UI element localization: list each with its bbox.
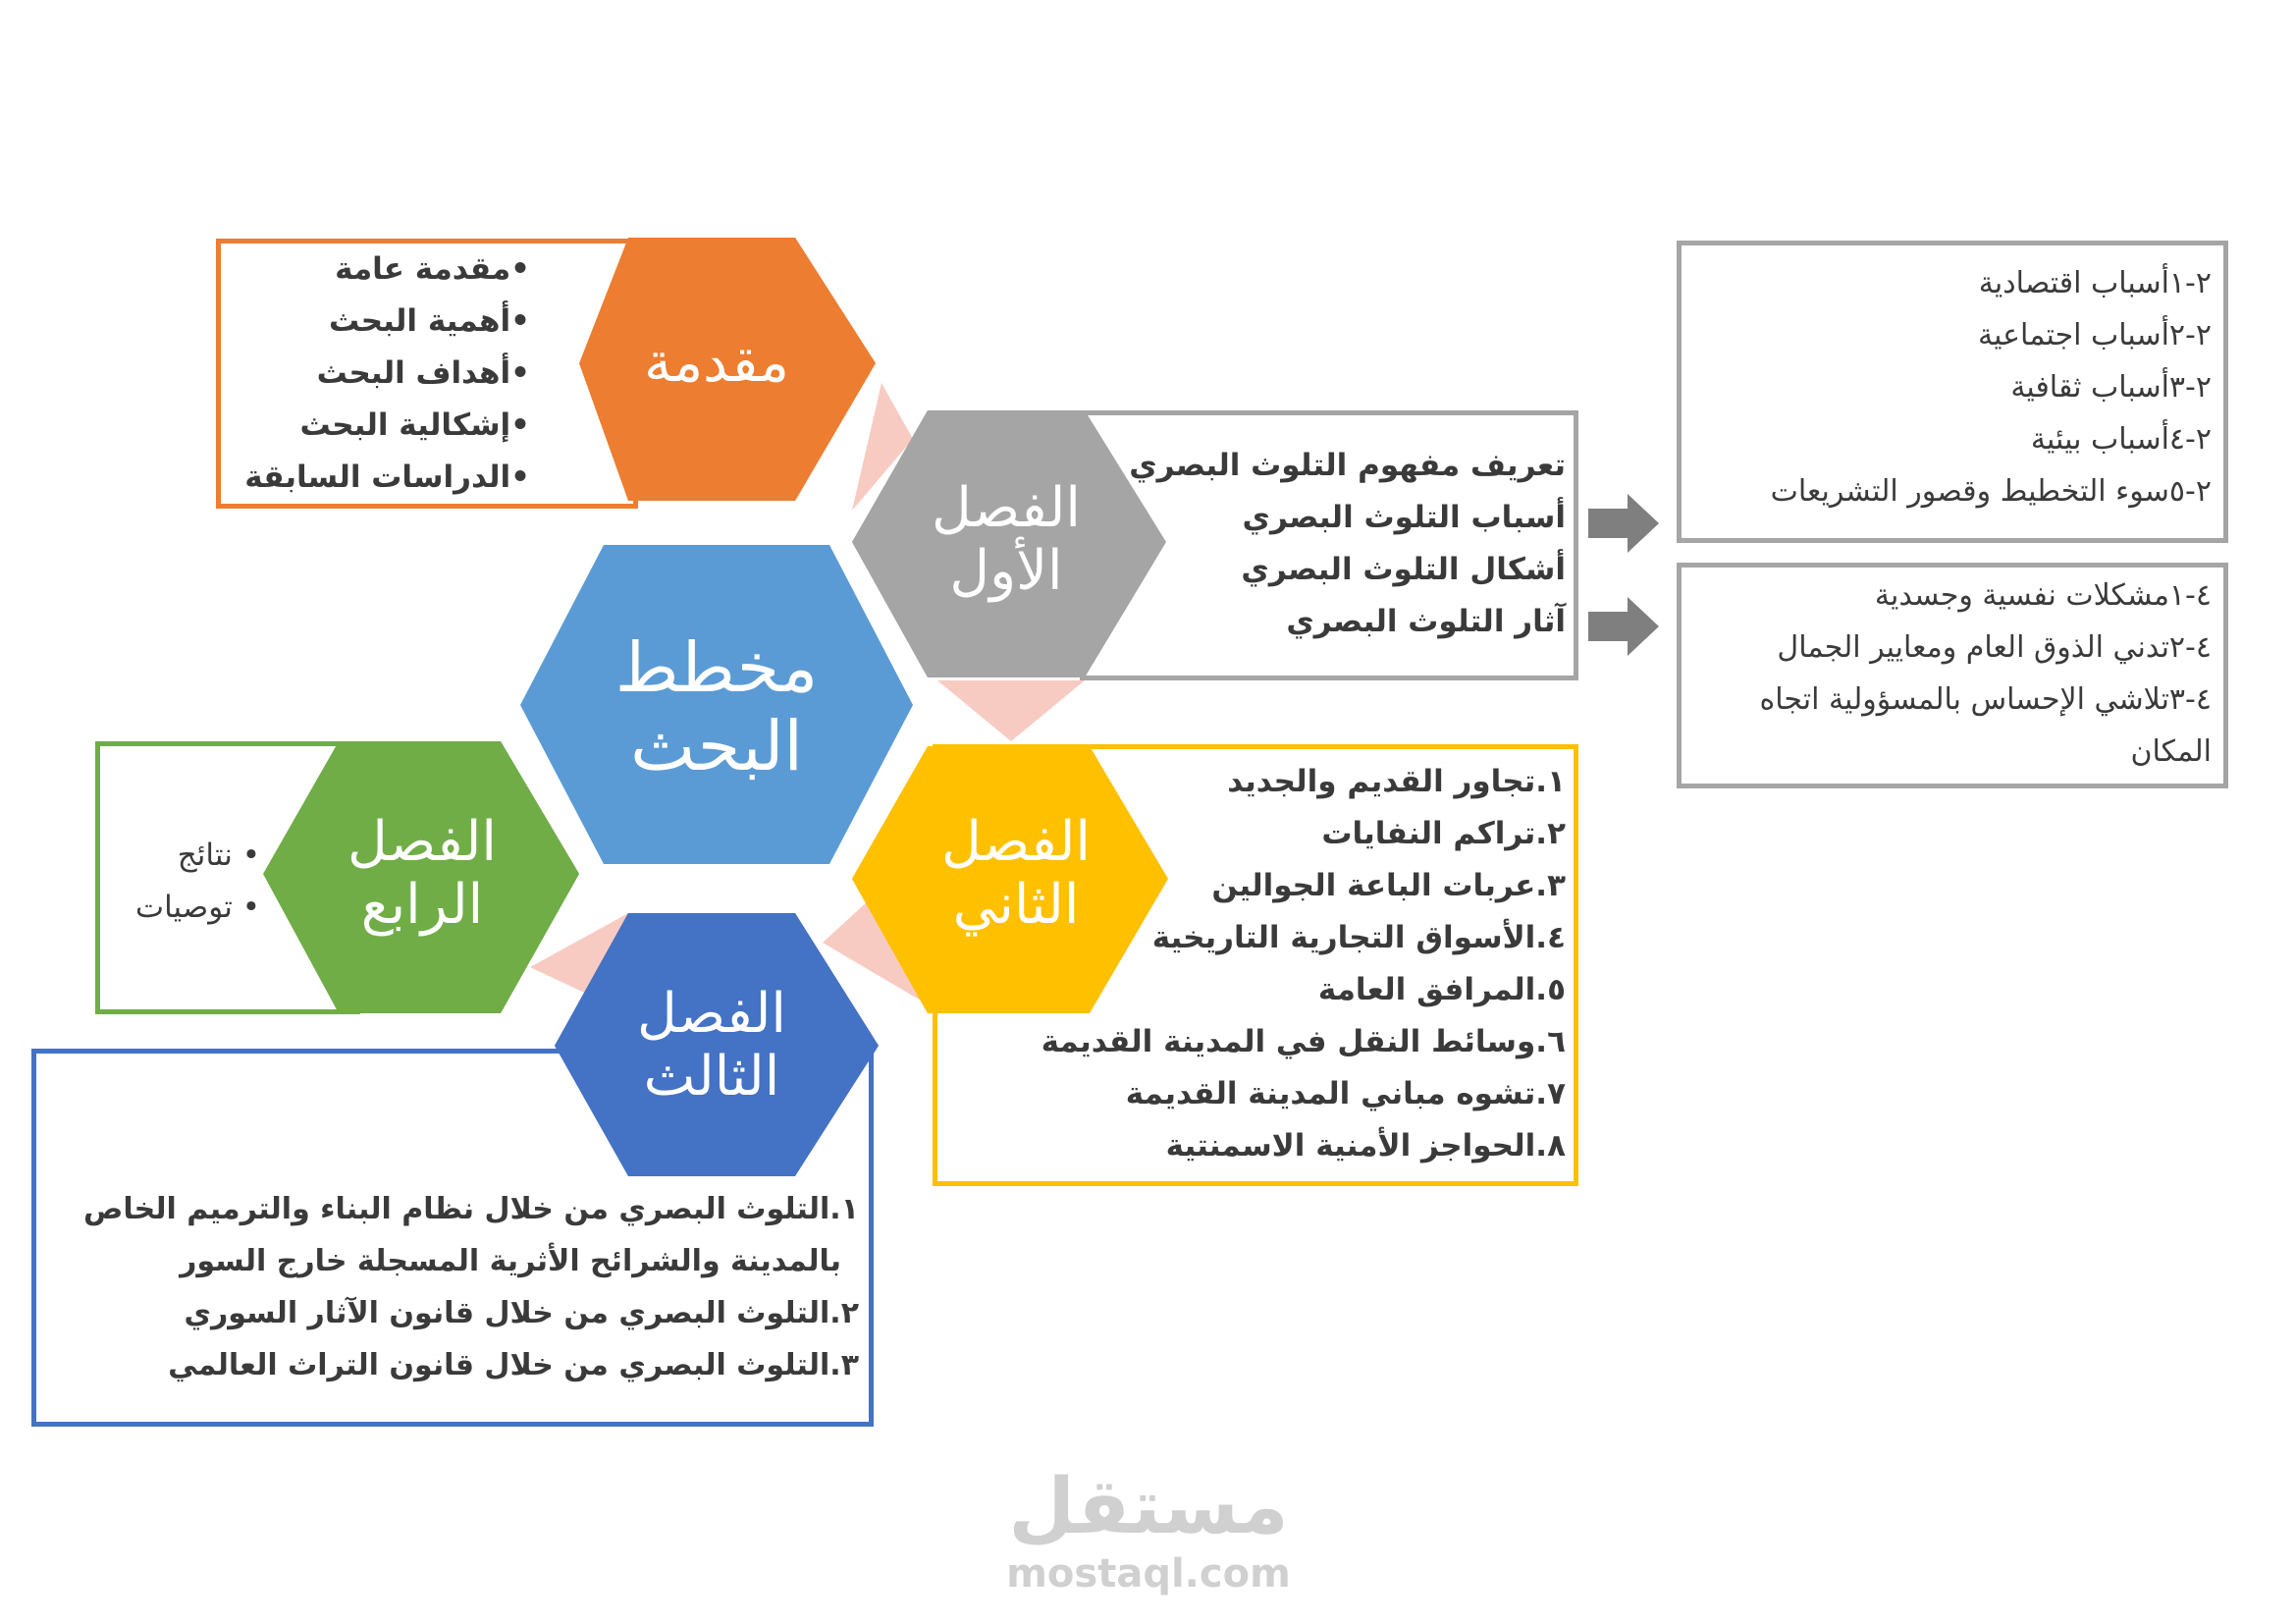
intro-item: •أهداف البحث — [316, 355, 530, 391]
chapter2-item: ٢.تراكم النفايات — [1321, 816, 1566, 851]
chapter3-title-line1: الفصل — [637, 981, 786, 1046]
chapter2-title-line2: الثاني — [952, 873, 1080, 937]
effects-box — [1677, 563, 2228, 788]
chapter2-item: ٦.وسائط النقل في المدينة القديمة — [1041, 1024, 1566, 1059]
chapter3-title: الفصل الثالث — [618, 962, 805, 1129]
effects-list: ٤-١مشكلات نفسية وجسدية ٤-٢تدني الذوق الع… — [1686, 569, 2213, 778]
chapter3-item: ٢.التلوث البصري من خلال قانون الآثار الس… — [184, 1296, 859, 1330]
hex-intro-front — [579, 238, 876, 501]
causes-list: ٢-١أسباب اقتصادية ٢-٢أسباب اجتماعية ٢-٣أ… — [1686, 257, 2212, 517]
causes-item: ٢-٥سوء التخطيط وقصور التشريعات — [1770, 474, 2212, 509]
causes-item: ٢-١أسباب اقتصادية — [1978, 266, 2212, 300]
connector-ch1-ch2 — [937, 680, 1085, 741]
effects-item: ٤-٢تدني الذوق العام ومعايير الجمال — [1777, 630, 2212, 665]
arrow-effects — [1588, 597, 1659, 656]
intro-item: •مقدمة عامة — [335, 251, 530, 287]
intro-item: •إشكالية البحث — [299, 407, 530, 443]
chapter2-title: الفصل الثاني — [923, 790, 1109, 957]
intro-title: مقدمة — [644, 330, 789, 395]
hex-chapter2-front — [852, 746, 1168, 1013]
hex-chapter4-front — [263, 741, 579, 1013]
chapter4-item: • نتائج — [177, 838, 260, 873]
chapter2-item: ٥.المرافق العامة — [1317, 972, 1566, 1007]
chapter1-item: أسباب التلوث البصري — [1242, 500, 1566, 535]
arrow-causes — [1588, 494, 1659, 553]
causes-box — [1677, 241, 2228, 543]
chapter3-item: ١.التلوث البصري من خلال نظام البناء والت… — [83, 1192, 859, 1226]
center-title-line1: مخطط — [614, 626, 819, 708]
hex-chapter1-front — [852, 410, 1166, 677]
watermark-url: mostaql.com — [1006, 1551, 1291, 1597]
intro-item: •أهمية البحث — [328, 303, 530, 339]
chapter2-item: ٧.تشوه مباني المدينة القديمة — [1125, 1076, 1566, 1111]
chapter1-title-line2: الأول — [949, 539, 1063, 603]
intro-box — [216, 239, 638, 509]
chapter2-item: ٨.الحواجز الأمنية الاسمنتية — [1165, 1128, 1566, 1164]
chapter2-item: ٤.الأسواق التجارية التاريخية — [1151, 920, 1566, 955]
chapter4-title-line1: الفصل — [347, 809, 497, 874]
causes-item: ٢-٣أسباب ثقافية — [2010, 370, 2212, 405]
chapter3-list: ١.التلوث البصري من خلال نظام البناء والت… — [59, 1183, 859, 1391]
chapter2-item: ٣.عربات الباعة الجوالين — [1211, 868, 1566, 903]
chapter2-list: ١.تجاور القديم والجديد ٢.تراكم النفايات … — [1041, 756, 1566, 1172]
center-title: مخطط البحث — [569, 594, 864, 820]
effects-item: ٤-٣تلاشي الإحساس بالمسؤولية اتجاه — [1759, 682, 2213, 717]
chapter1-list: تعريف مفهوم التلوث البصري أسباب التلوث ا… — [1090, 440, 1566, 648]
chapter1-item: تعريف مفهوم التلوث البصري — [1129, 448, 1566, 483]
effects-item: ٤-١مشكلات نفسية وجسدية — [1874, 578, 2212, 613]
chapter1-item: أشكال التلوث البصري — [1241, 552, 1566, 587]
chapter2-item: ١.تجاور القديم والجديد — [1227, 764, 1566, 799]
chapter4-item: • توصيات — [134, 890, 260, 925]
chapter1-title-line1: الفصل — [932, 475, 1081, 540]
hex-center — [520, 545, 913, 864]
center-title-line2: البحث — [630, 706, 803, 786]
watermark-logo: مستقل — [1008, 1463, 1289, 1551]
chapter4-list: • نتائج • توصيات — [103, 830, 260, 934]
causes-item: ٢-٤أسباب بيئية — [2030, 422, 2212, 457]
intro-list: •مقدمة عامة •أهمية البحث •أهداف البحث •إ… — [221, 244, 530, 504]
connector-intro-ch1 — [852, 383, 913, 511]
intro-item: •الدراسات السابقة — [244, 460, 530, 495]
chapter2-title-line1: الفصل — [941, 809, 1091, 874]
effects-item: المكان — [2130, 734, 2212, 769]
chapter4-title: الفصل الرابع — [324, 790, 520, 957]
hex-chapter3-front — [555, 913, 879, 1176]
causes-item: ٢-٢أسباب اجتماعية — [1978, 318, 2212, 352]
chapter3-title-line2: الثالث — [643, 1045, 780, 1109]
chapter4-title-line2: الرابع — [360, 873, 484, 937]
chapter1-item: آثار التلوث البصري — [1286, 604, 1566, 639]
chapter3-item: ٣.التلوث البصري من خلال قانون التراث الع… — [168, 1348, 859, 1382]
chapter3-item: بالمدينة والشرائح الأثرية المسجلة خارج ا… — [180, 1244, 841, 1278]
chapter1-title: الفصل الأول — [913, 457, 1099, 623]
